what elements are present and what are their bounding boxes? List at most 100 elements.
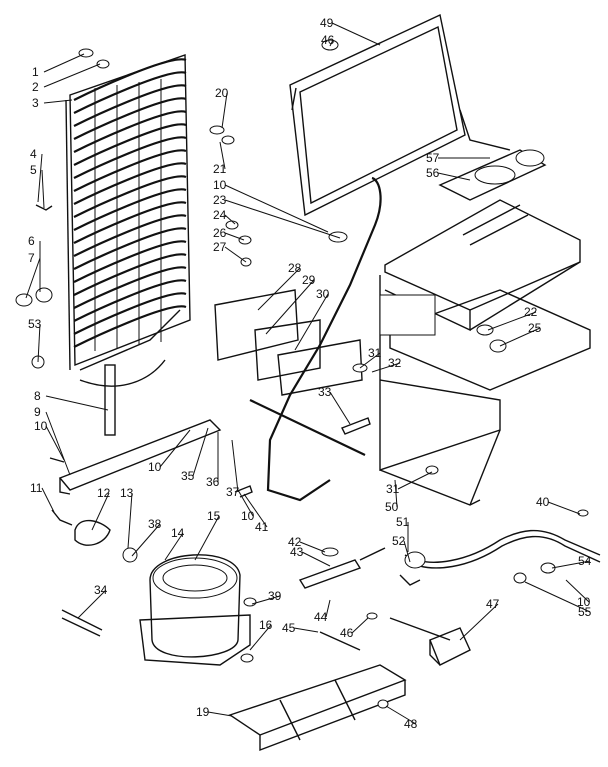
callout-leader [394, 479, 398, 508]
callout-leader [547, 501, 581, 515]
callout-leader [43, 53, 85, 73]
coil-row [73, 266, 187, 309]
callout-leader [224, 199, 341, 239]
callout-label: 20 [215, 86, 229, 100]
callout-leader [37, 323, 41, 363]
callout-label: 22 [524, 305, 538, 319]
callout-label: 8 [34, 389, 41, 403]
callout-leader [403, 540, 411, 563]
callout-leader [499, 327, 541, 347]
heater-tube [298, 547, 386, 589]
callout-leader [551, 560, 591, 569]
callout-label: 15 [207, 509, 221, 523]
callout-leader [487, 311, 537, 331]
callout-label: 12 [97, 486, 111, 500]
capillary-tube [249, 176, 382, 502]
callout-label: 51 [396, 515, 410, 529]
callout-label: 10 [213, 178, 227, 192]
callout-leader [459, 603, 499, 641]
callout-label: 53 [28, 317, 42, 331]
callout-leader [45, 425, 65, 461]
callout-leader [249, 624, 272, 651]
coil-row [73, 305, 187, 348]
callout-leader [224, 246, 247, 263]
callout-leader [37, 153, 43, 203]
callout-label: 44 [314, 610, 328, 624]
callout-label: 27 [213, 240, 227, 254]
callout-label: 34 [94, 583, 108, 597]
callout-label: 2 [32, 80, 39, 94]
callout-leader [77, 589, 107, 619]
callout-leader [524, 581, 591, 613]
base-bracket [228, 664, 407, 752]
coil-row [73, 136, 187, 179]
coil-row [73, 201, 187, 244]
callout-label: 31 [368, 346, 382, 360]
callout-label: 23 [213, 193, 227, 207]
callout-leader [159, 429, 191, 468]
coil-row [73, 110, 187, 153]
callout-leader [224, 214, 236, 225]
door-liner-panel [289, 13, 511, 217]
callout-label: 57 [426, 151, 440, 165]
callout-leader [219, 141, 226, 170]
callout-label: 35 [181, 469, 195, 483]
callout-label: 1 [32, 65, 39, 79]
compressor [51, 485, 257, 666]
relay-box [429, 627, 471, 666]
coil-row [73, 253, 187, 296]
callout-leader [224, 184, 329, 233]
callout-label: 31 [386, 482, 400, 496]
callout-label: 21 [213, 162, 227, 176]
callout-label: 45 [282, 621, 296, 635]
callout-label: 50 [385, 500, 399, 514]
coil-row [73, 227, 187, 270]
callout-leader [437, 172, 471, 181]
condenser-coil [65, 54, 191, 387]
callout-leader [224, 232, 245, 241]
callout-label: 30 [316, 287, 330, 301]
callout-leader [397, 471, 433, 490]
callout-leader [257, 267, 301, 311]
callout-label: 42 [288, 535, 302, 549]
wire-harness [399, 509, 601, 586]
callout-leader [127, 492, 133, 549]
callout-label: 14 [171, 526, 185, 540]
callout-leader [325, 599, 331, 618]
callout-leader [329, 391, 351, 425]
callout-leader [237, 489, 254, 517]
unit-housing [379, 199, 591, 506]
callout-label: 54 [578, 554, 592, 568]
callout-leader [131, 523, 161, 557]
callout-leader [299, 541, 326, 553]
callout-label: 52 [392, 534, 406, 548]
coil-row [73, 279, 187, 322]
callout-label: 40 [536, 495, 550, 509]
callout-label: 11 [30, 481, 43, 495]
condenser-bracket [58, 364, 222, 495]
callout-leader [207, 711, 233, 717]
callout-label: 19 [196, 705, 210, 719]
callout-label: 46 [340, 626, 354, 640]
callout-leader [91, 492, 110, 531]
callout-leader [329, 39, 334, 47]
callout-label: 4 [30, 147, 37, 161]
callout-leader [351, 617, 369, 634]
callout-label: 29 [302, 273, 316, 287]
coil-row [73, 123, 187, 166]
callout-leader [293, 627, 319, 633]
callout-label: 36 [206, 475, 220, 489]
coil-row [73, 240, 187, 283]
callout-label: 28 [288, 261, 302, 275]
callout-label: 5 [30, 163, 37, 177]
coil-row [73, 84, 187, 127]
callout-leader [371, 362, 401, 373]
callout-label: 24 [213, 208, 227, 222]
callout-leader [45, 395, 109, 411]
callout-leader [45, 411, 71, 476]
coil-row [73, 58, 187, 101]
relay-panels [214, 289, 363, 396]
callout-label: 26 [213, 226, 227, 240]
callout-leader [43, 63, 101, 88]
callout-label: 47 [486, 597, 500, 611]
